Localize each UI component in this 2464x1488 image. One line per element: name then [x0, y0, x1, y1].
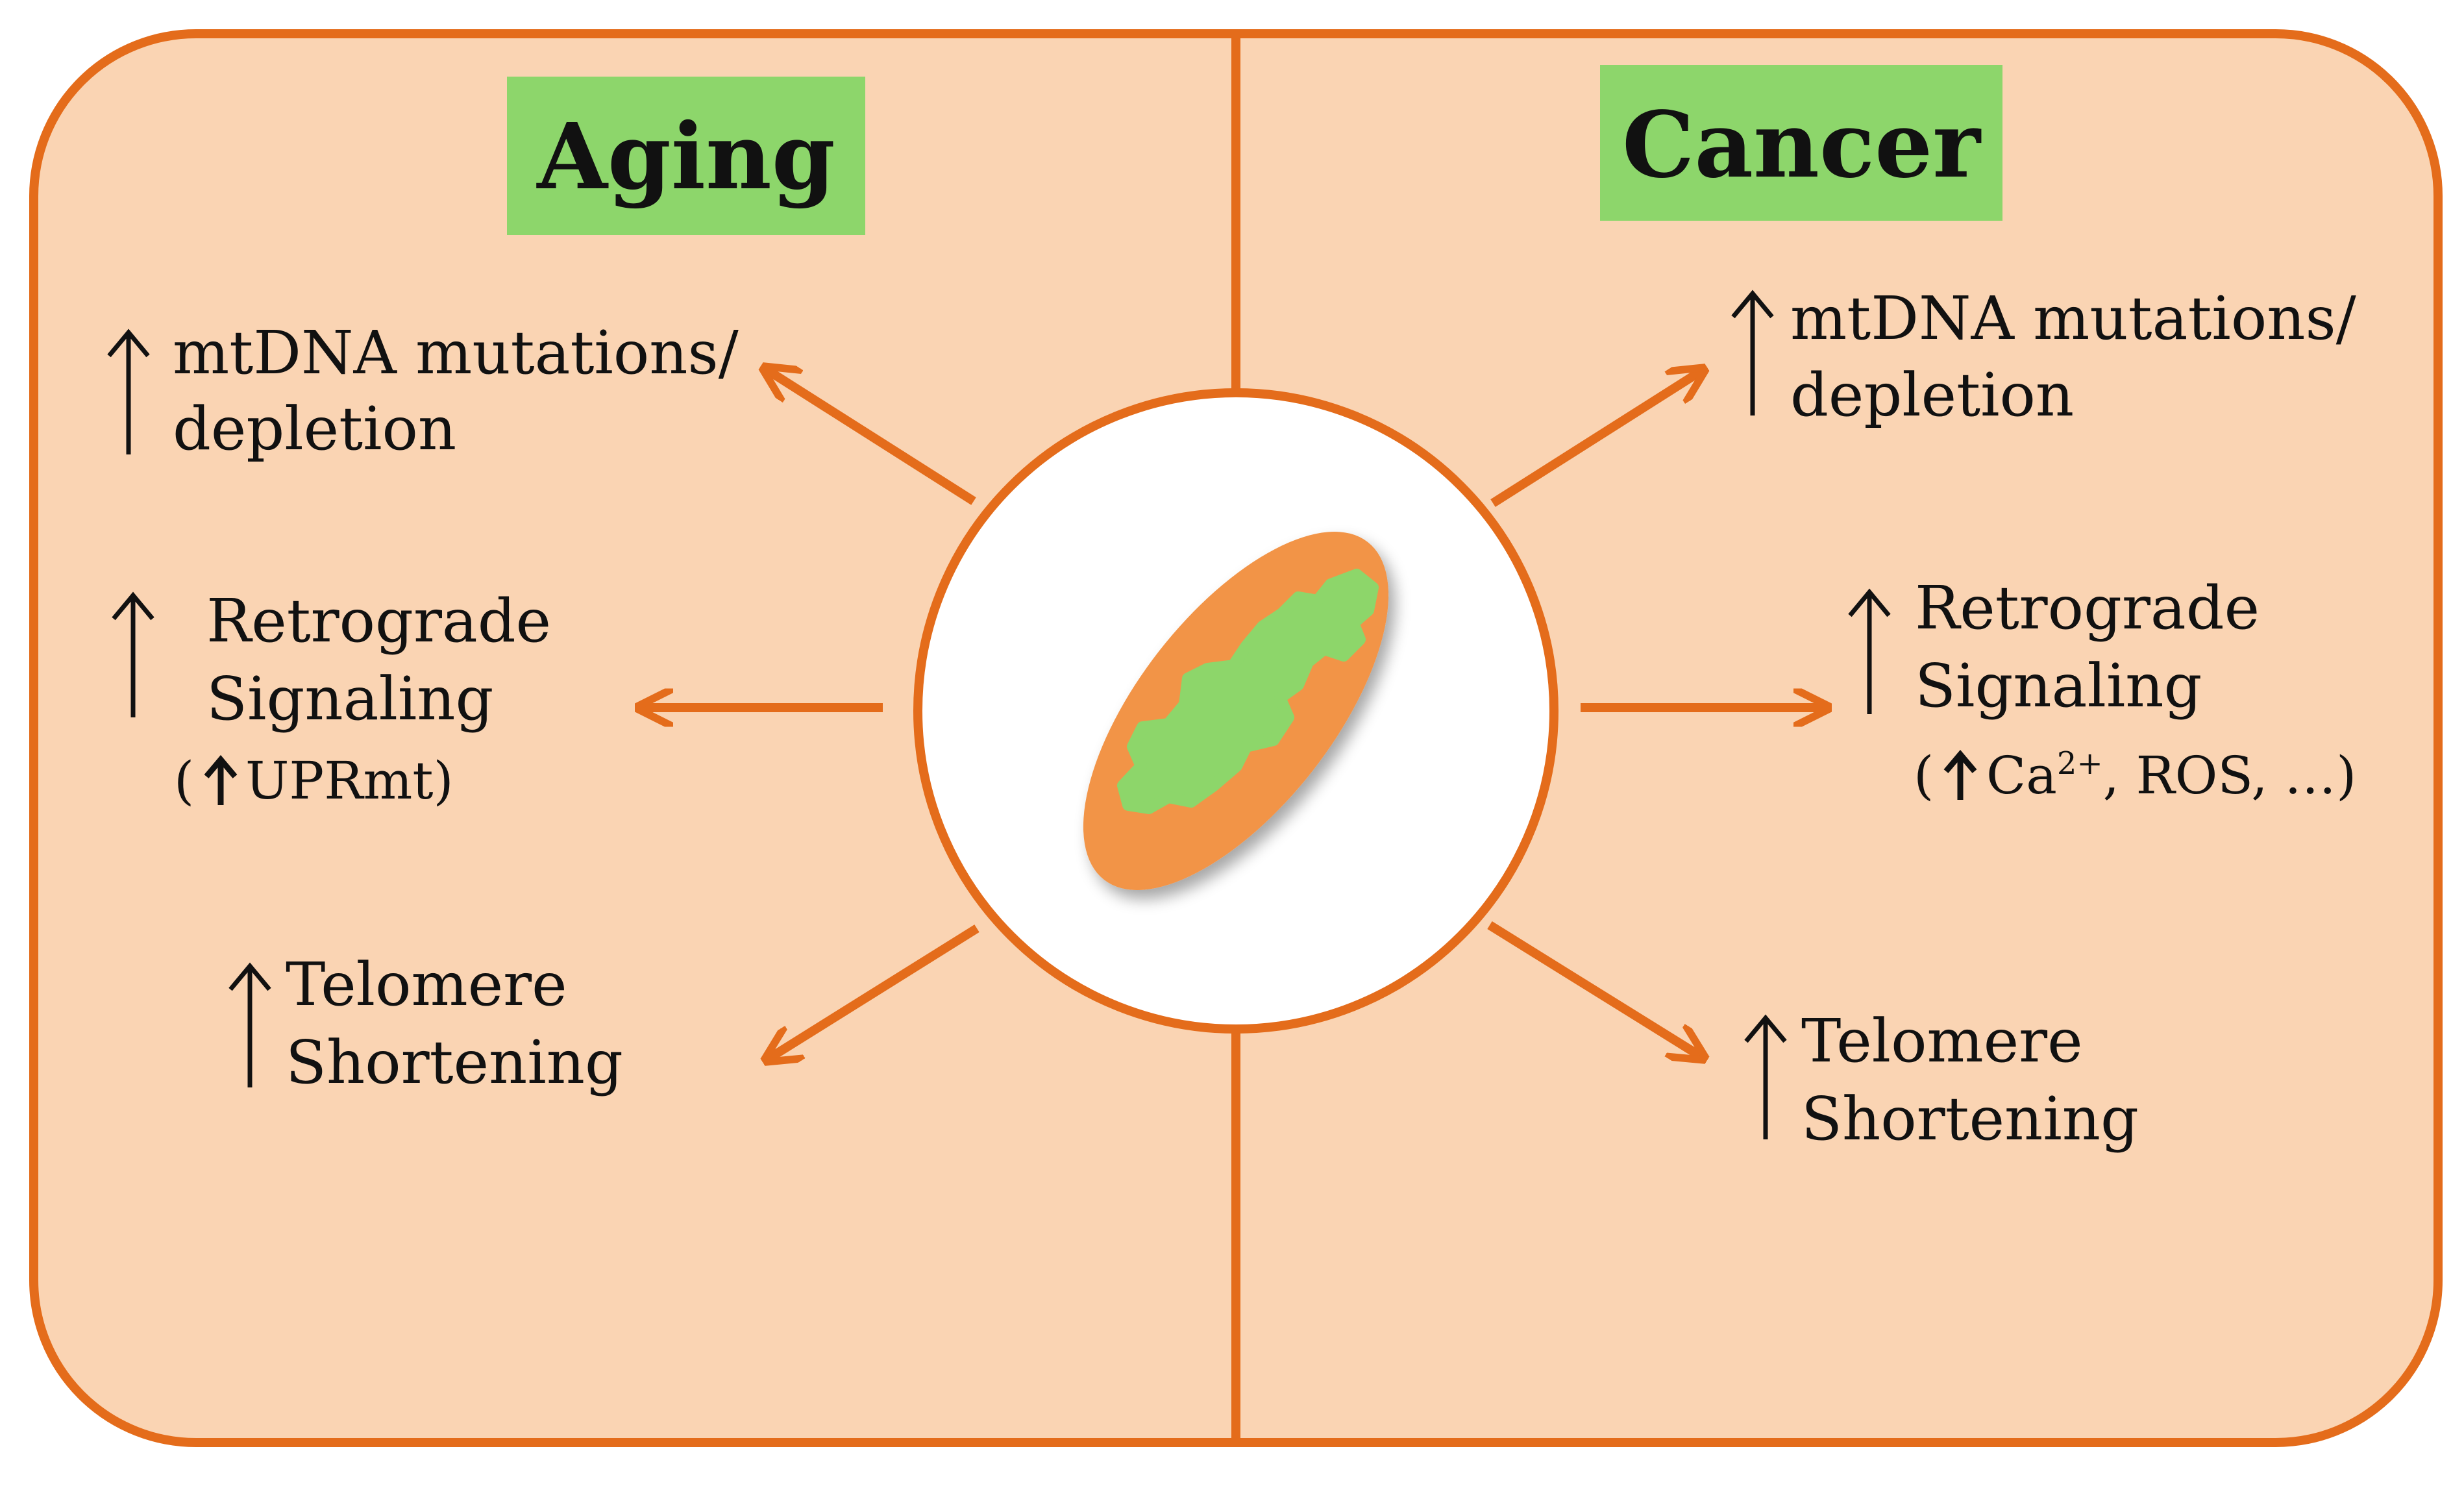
up-arrow-icon — [107, 329, 150, 454]
cancer-ca-superscript: 2+ — [2057, 745, 2103, 782]
cancer-title: Cancer — [1622, 92, 1982, 199]
aging-mtdna-line1: mtDNA mutations/ — [173, 318, 739, 388]
aging-telomere-line1: Telomere — [286, 950, 567, 1019]
mitochondrion-icon — [1083, 532, 1389, 890]
cancer-retrograde-line2: Signaling — [1915, 651, 2202, 721]
cancer-ros-label: , ROS, …) — [2103, 745, 2357, 806]
aging-retrograde-line2: Signaling — [206, 664, 493, 734]
aging-title-box: Aging — [507, 77, 865, 235]
aging-telomere-label: Telomere Shortening — [228, 950, 623, 1097]
up-arrow-icon — [1744, 1014, 1787, 1139]
aging-retrograde-label: Retrograde Signaling ( UPRmt) — [112, 586, 551, 811]
aging-title: Aging — [536, 104, 835, 210]
cancer-telomere-line2: Shortening — [1801, 1084, 2139, 1154]
cancer-retrograde-line1: Retrograde — [1915, 573, 2260, 643]
arrow-cancer-telomere — [1487, 921, 1701, 1056]
up-arrow-icon — [228, 962, 271, 1087]
up-arrow-icon — [204, 755, 238, 805]
up-arrow-icon — [1848, 588, 1891, 714]
cancer-mtdna-line2: depletion — [1790, 360, 2074, 430]
cancer-telomere-label: Telomere Shortening — [1744, 1006, 2139, 1154]
aging-mtdna-label: mtDNA mutations/ depletion — [107, 318, 739, 464]
arrow-aging-mtdna — [767, 370, 976, 505]
cancer-ca-label: Ca — [1986, 745, 2057, 806]
cancer-mtdna-label: mtDNA mutations/ depletion — [1731, 284, 2356, 430]
aging-mtdna-line2: depletion — [173, 394, 456, 464]
arrow-aging-telomere — [769, 924, 979, 1058]
cancer-title-box: Cancer — [1600, 65, 2002, 221]
aging-telomere-line2: Shortening — [286, 1028, 623, 1097]
cancer-mtdna-line1: mtDNA mutations/ — [1790, 284, 2356, 353]
up-arrow-icon — [112, 591, 154, 717]
aging-retrograde-line1: Retrograde — [206, 586, 551, 656]
cancer-retrograde-paren-open: ( — [1914, 745, 1934, 806]
cancer-telomere-line1: Telomere — [1801, 1006, 2083, 1076]
up-arrow-icon — [1731, 290, 1774, 415]
arrow-cancer-mtdna — [1490, 371, 1701, 507]
cancer-retrograde-label: Retrograde Signaling ( Ca2+, ROS, …) — [1848, 573, 2356, 806]
aging-retrograde-uprmt: UPRmt) — [245, 750, 454, 811]
aging-retrograde-paren-open: ( — [174, 750, 194, 811]
cancer-retrograde-paren-text: Ca2+, ROS, …) — [1986, 745, 2356, 806]
up-arrow-icon — [1943, 750, 1977, 800]
